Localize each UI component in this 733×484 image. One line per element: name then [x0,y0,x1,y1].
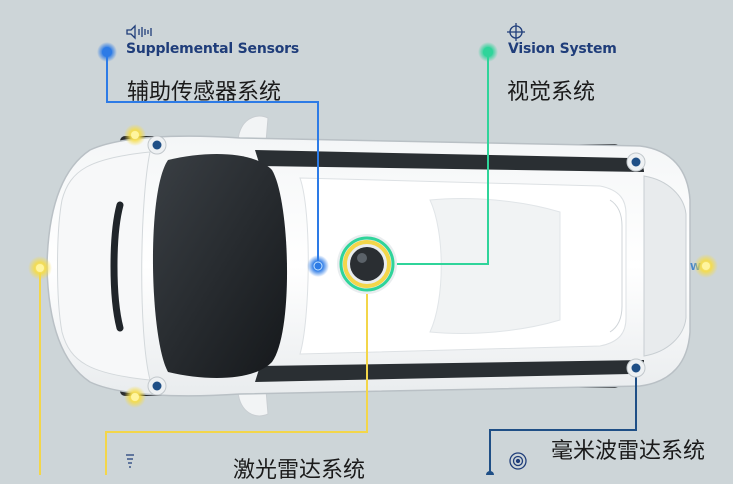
label-markers [97,42,498,62]
radar-rings-icon [509,452,527,470]
right-mirror [237,389,269,417]
supplemental-sensors-title: Supplemental Sensors [126,41,299,57]
radar-leader [489,368,637,475]
left-mirror [237,115,269,143]
vision-leader [385,52,489,265]
lidar-system-zh-label: 激光雷达系统 [233,458,366,483]
lidar-leader [105,283,368,475]
lidar-dome [337,234,397,294]
vision-system-title: Vision System [508,41,617,57]
leader-lines [39,52,637,475]
sensor-dots [28,124,718,408]
windshield [152,154,288,378]
vision-system-zh-label: 视觉系统 [507,80,596,105]
supplemental-sensors-zh-label: 辅助传感器系统 [127,80,282,105]
eye-target-icon [507,23,525,41]
supplemental-leader [106,52,319,266]
lidar-signal-icon [126,454,134,468]
speaker-waves-icon [126,24,152,40]
radar-system-zh-label: 毫米波雷达系统 [551,439,706,464]
